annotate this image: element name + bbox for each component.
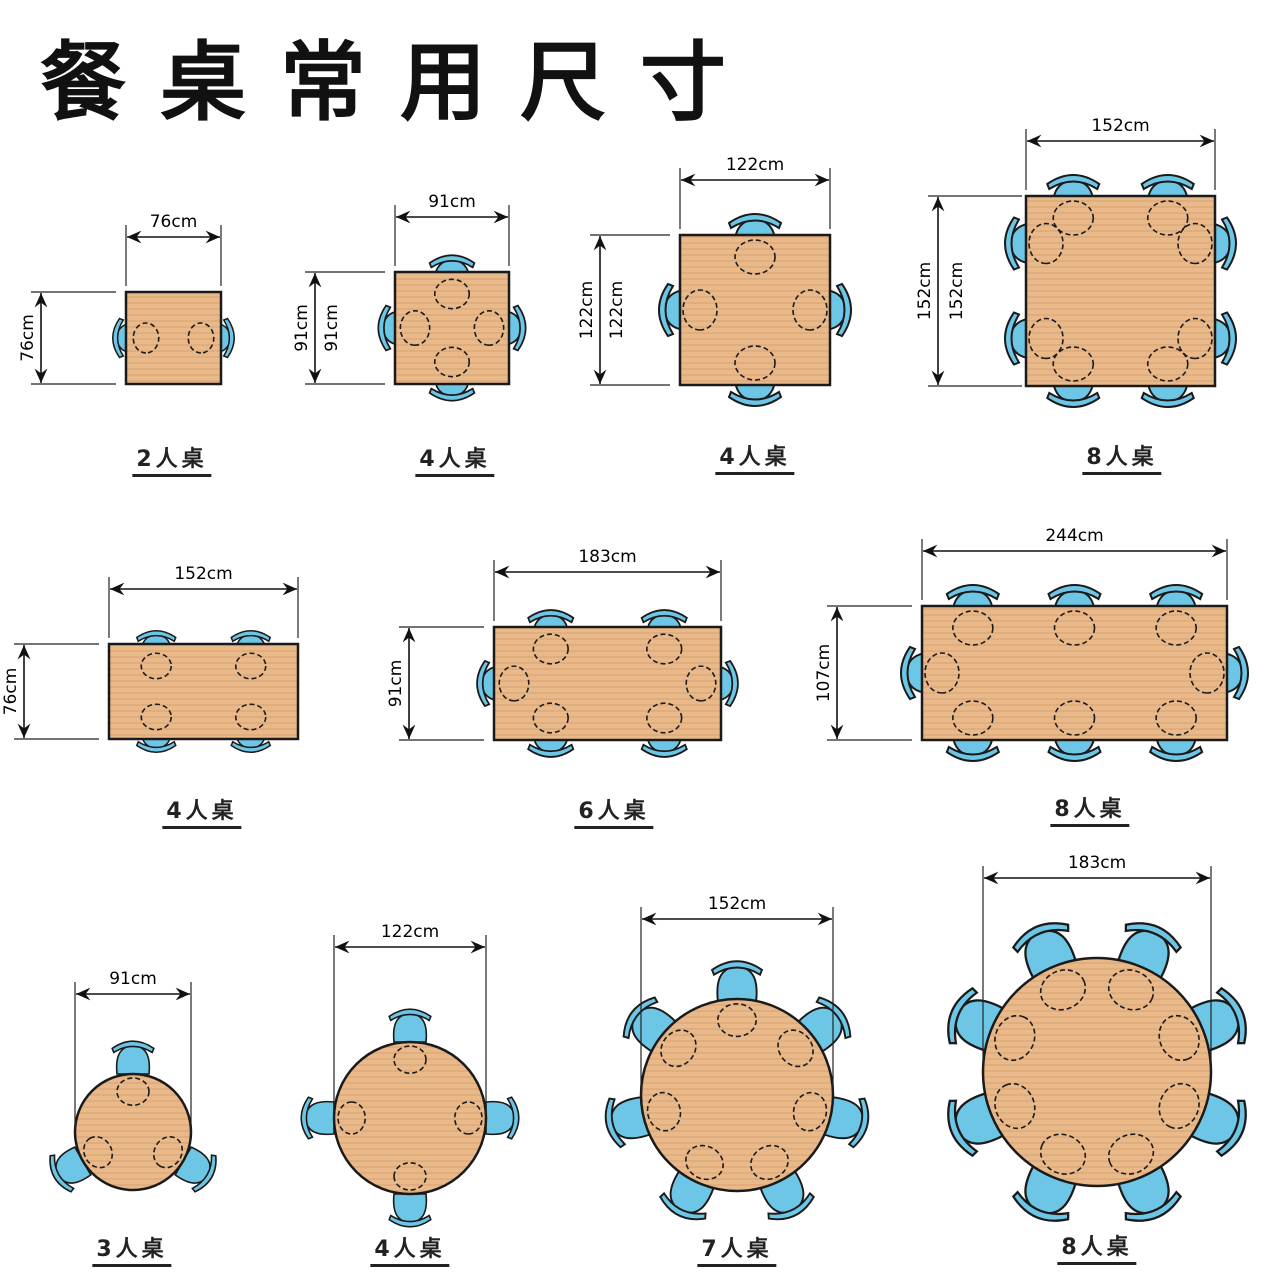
chair-icon — [710, 960, 764, 1002]
height-dimension: 76cm — [1, 668, 21, 716]
table-ro8 — [947, 922, 1247, 1222]
chair-icon — [659, 1170, 715, 1221]
chair-icon — [388, 1193, 432, 1228]
table-ro4 — [300, 1008, 520, 1228]
table-top — [124, 290, 223, 386]
width-dimension: 183cm — [1068, 853, 1126, 873]
table-top — [73, 1072, 193, 1192]
table-caption: 6人桌 — [574, 793, 654, 829]
width-dimension: 76cm — [150, 212, 198, 232]
table-top — [920, 604, 1229, 742]
chair-icon — [1189, 986, 1247, 1053]
table-top — [678, 233, 832, 387]
table-sq8 — [1004, 174, 1237, 408]
height-dimension: 152cm — [915, 262, 935, 320]
height-dimension: 91cm — [292, 304, 312, 352]
svg-text:122cm: 122cm — [607, 281, 627, 339]
width-dimension: 122cm — [381, 922, 439, 942]
svg-text:91cm: 91cm — [322, 304, 342, 352]
width-dimension: 183cm — [578, 547, 636, 567]
table-caption: 8人桌 — [1057, 1229, 1137, 1265]
chair-icon — [947, 986, 1005, 1053]
chair-icon — [111, 1040, 155, 1075]
page-title: 餐桌常用尺寸 — [40, 33, 760, 133]
chair-icon — [1011, 922, 1078, 980]
chair-icon — [604, 1096, 651, 1149]
svg-text:152cm: 152cm — [947, 262, 967, 320]
table-ro7 — [604, 960, 870, 1221]
table-caption: 8人桌 — [1050, 791, 1130, 827]
table-caption: 3人桌 — [92, 1231, 172, 1267]
width-dimension: 122cm — [726, 155, 784, 175]
height-dimension: 91cm — [386, 660, 406, 708]
width-dimension: 152cm — [1091, 116, 1149, 136]
table-caption: 4人桌 — [715, 439, 795, 475]
table-caption: 4人桌 — [415, 441, 495, 477]
chair-icon — [388, 1008, 432, 1043]
table-caption: 8人桌 — [1082, 439, 1162, 475]
table-re4 — [107, 630, 300, 753]
width-dimension: 91cm — [428, 192, 476, 212]
table-top — [332, 1040, 488, 1196]
table-top — [393, 270, 511, 386]
table-sq4 — [377, 254, 527, 402]
table-caption: 2人桌 — [132, 441, 212, 477]
table-caption: 7人桌 — [697, 1231, 777, 1267]
chair-icon — [174, 1146, 217, 1193]
table-top — [492, 625, 723, 742]
chair-icon — [1011, 1164, 1078, 1222]
height-dimension: 107cm — [814, 644, 834, 702]
chair-icon — [1116, 922, 1183, 980]
chair-icon — [1116, 1164, 1183, 1222]
chair-icon — [947, 1091, 1005, 1158]
width-dimension: 244cm — [1045, 526, 1103, 546]
chair-icon — [485, 1096, 520, 1140]
chair-icon — [49, 1146, 92, 1193]
table-caption: 4人桌 — [162, 793, 242, 829]
table-sq2 — [112, 290, 235, 386]
table-caption: 4人桌 — [370, 1231, 450, 1267]
height-dimension: 122cm — [577, 281, 597, 339]
table-sq4b — [658, 213, 852, 407]
chair-icon — [823, 1096, 870, 1149]
chair-icon — [797, 996, 852, 1053]
table-top — [107, 642, 300, 741]
chair-icon — [1189, 1091, 1247, 1158]
width-dimension: 152cm — [174, 564, 232, 584]
table-re8 — [900, 584, 1249, 762]
table-re6 — [476, 609, 739, 758]
width-dimension: 91cm — [109, 969, 157, 989]
table-top — [981, 956, 1213, 1188]
width-dimension: 152cm — [708, 894, 766, 914]
chair-icon — [300, 1096, 335, 1140]
table-ro3 — [49, 1040, 217, 1193]
chair-icon — [759, 1170, 815, 1221]
height-dimension: 76cm — [18, 314, 38, 362]
